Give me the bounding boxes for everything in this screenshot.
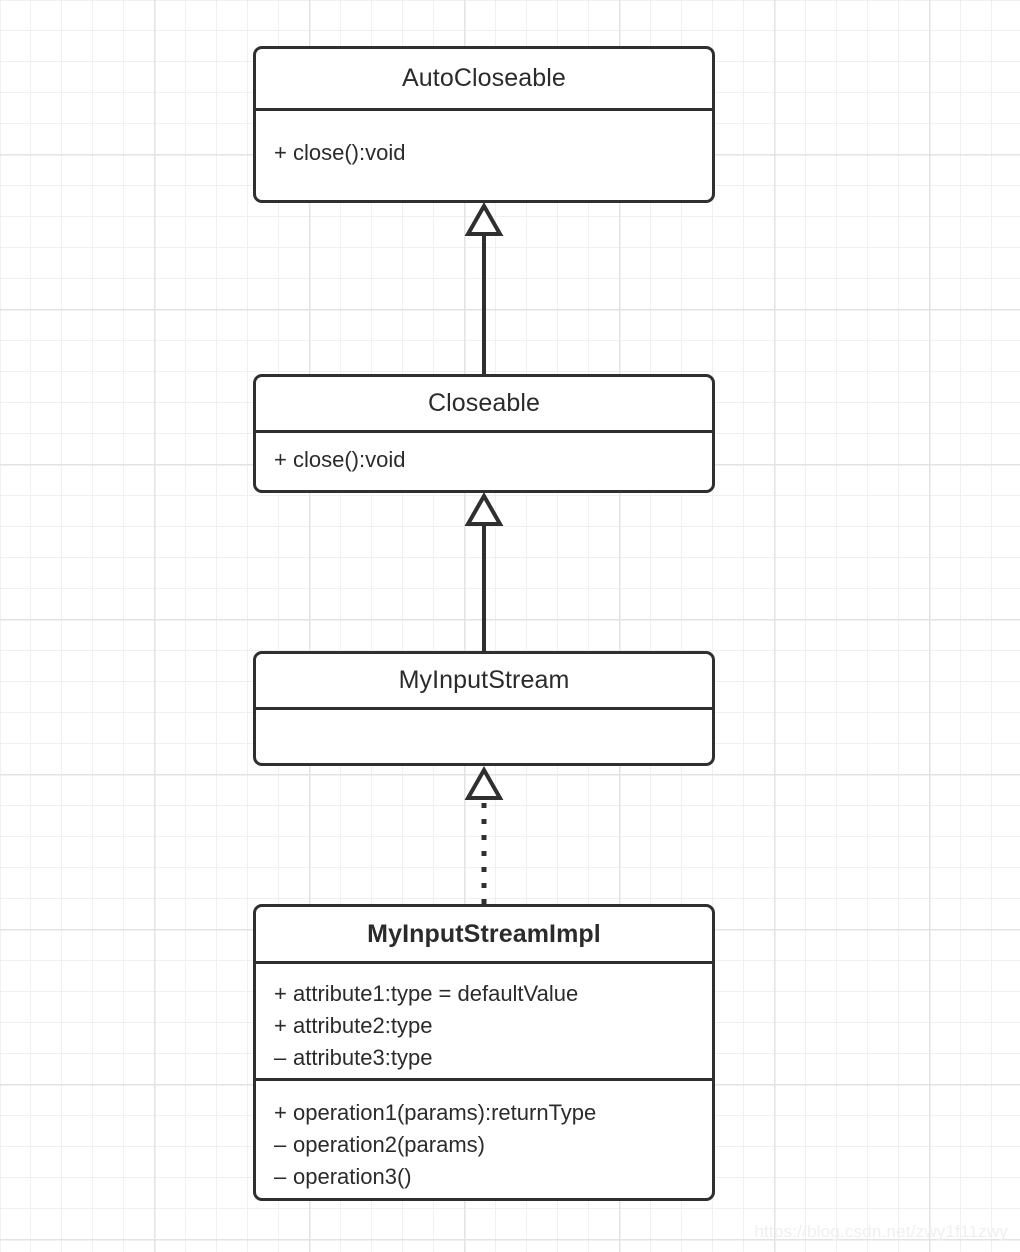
visibility-marker: +	[274, 1013, 287, 1038]
members-compartment-myinputstream-empty	[256, 707, 712, 763]
uml-class-myinputstream[interactable]: MyInputStream	[253, 651, 715, 766]
operation-row: –operation3()	[274, 1161, 712, 1193]
attribute-row: +attribute1:type = defaultValue	[274, 978, 712, 1010]
operations-compartment-autocloseable: +close():void	[256, 108, 712, 200]
attribute-row: –attribute3:type	[274, 1042, 712, 1074]
operations-compartment-myinputstreamimpl: +operation1(params):returnType –operatio…	[256, 1078, 712, 1198]
operation-signature: operation2(params)	[293, 1132, 485, 1157]
visibility-marker: –	[274, 1132, 287, 1157]
watermark-url: https://blog.csdn.net/zwy1f11zwy	[754, 1222, 1008, 1241]
uml-class-myinputstreamimpl[interactable]: MyInputStreamImpl +attribute1:type = def…	[253, 904, 715, 1201]
visibility-marker: +	[274, 447, 287, 472]
operation-row: +close():void	[274, 137, 712, 169]
attributes-compartment-myinputstreamimpl: +attribute1:type = defaultValue +attribu…	[256, 961, 712, 1078]
attribute-signature: attribute2:type	[293, 1013, 433, 1038]
uml-class-autocloseable[interactable]: AutoCloseable +close():void	[253, 46, 715, 203]
attribute-signature: attribute1:type = defaultValue	[293, 981, 579, 1006]
operation-row: +operation1(params):returnType	[274, 1097, 712, 1129]
operations-compartment-closeable: +close():void	[256, 430, 712, 490]
operation-signature: operation1(params):returnType	[293, 1100, 597, 1125]
class-name-myinputstream: MyInputStream	[398, 666, 570, 694]
visibility-marker: +	[274, 1100, 287, 1125]
class-name-autocloseable: AutoCloseable	[402, 64, 566, 92]
attribute-row: +attribute2:type	[274, 1010, 712, 1042]
class-name-myinputstreamimpl: MyInputStreamImpl	[367, 919, 601, 948]
operation-row: +close():void	[274, 444, 712, 476]
visibility-marker: +	[274, 140, 287, 165]
visibility-marker: +	[274, 981, 287, 1006]
operation-signature: operation3()	[293, 1164, 412, 1189]
attribute-signature: attribute3:type	[293, 1045, 433, 1070]
visibility-marker: –	[274, 1045, 287, 1070]
operation-row: –operation2(params)	[274, 1129, 712, 1161]
visibility-marker: –	[274, 1164, 287, 1189]
operation-signature: close():void	[293, 447, 406, 472]
uml-class-closeable[interactable]: Closeable +close():void	[253, 374, 715, 493]
class-name-closeable: Closeable	[427, 389, 541, 417]
operation-signature: close():void	[293, 140, 406, 165]
